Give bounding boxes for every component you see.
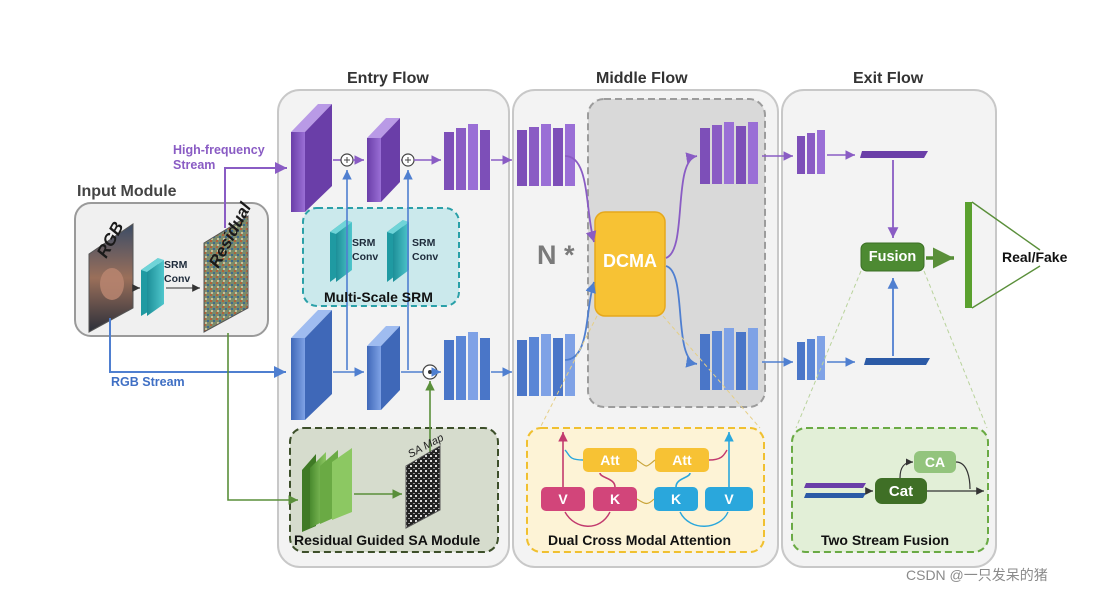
v-right-label: V [724,491,734,507]
att-left-label: Att [600,452,620,468]
v-left-node [541,487,585,511]
residual-sa-title: Residual Guided SA Module [294,532,481,548]
exit-blue-blocks [797,336,825,380]
rgb-image [88,223,134,333]
high-frequency-stream-label: High-frequency Stream [173,143,265,172]
cat-node [875,478,927,504]
entry-flow-title: Entry Flow [347,70,429,87]
fusion-node [860,242,925,272]
k-right-label: K [670,491,682,507]
cat-label: Cat [888,483,914,500]
att-right-label: Att [672,452,692,468]
purple-vector [860,151,928,158]
fusion-label: Fusion [868,249,917,265]
entry-purple-block-3 [444,124,490,190]
input-srm-block [141,258,164,316]
srm-conv-label-2: SRM Conv [412,237,439,263]
middle-blue-in [517,334,575,396]
att-left-node [583,448,637,472]
ca-label: CA [924,454,946,470]
exit-purple-blocks [797,130,825,174]
entry-blue-block-2 [367,326,400,410]
input-module-title: Input Module [77,183,177,200]
blue-vector [864,358,930,365]
rgb-stream-label: RGB Stream [111,375,185,389]
input-srm-label: SRM Conv [164,259,191,285]
exit-flow-title: Exit Flow [853,70,924,87]
dcma-node [594,211,666,317]
att-right-node [655,448,709,472]
ca-node [914,451,956,473]
k-left-label: K [609,491,621,507]
output-label: Real/Fake [1002,249,1068,265]
watermark: CSDN @一只发呆的猪 [906,567,1048,583]
sa-map-image [405,445,441,529]
entry-purple-block-1 [291,104,332,212]
middle-purple-in [517,124,575,186]
srm-conv-label-1: SRM Conv [352,237,379,263]
middle-flow-title: Middle Flow [596,70,688,87]
dual-cross-title: Dual Cross Modal Attention [548,532,732,548]
entry-purple-block-2 [367,118,400,202]
residual-image [203,215,249,333]
output-bar [965,202,972,308]
entry-blue-block-3 [444,332,490,400]
repeat-label: N * [537,240,575,270]
v-left-label: V [558,491,568,507]
sa-green-blocks [302,448,352,532]
srm-block-2 [387,220,409,282]
k-right-node [654,487,698,511]
dcma-label: DCMA [603,251,657,271]
middle-purple-out [700,122,758,184]
two-stream-title: Two Stream Fusion [821,532,950,548]
middle-blue-out [700,328,758,390]
multi-scale-srm-title: Multi-Scale SRM [324,289,433,305]
v-right-node [705,487,753,511]
entry-blue-block-1 [291,310,332,420]
k-left-node [593,487,637,511]
